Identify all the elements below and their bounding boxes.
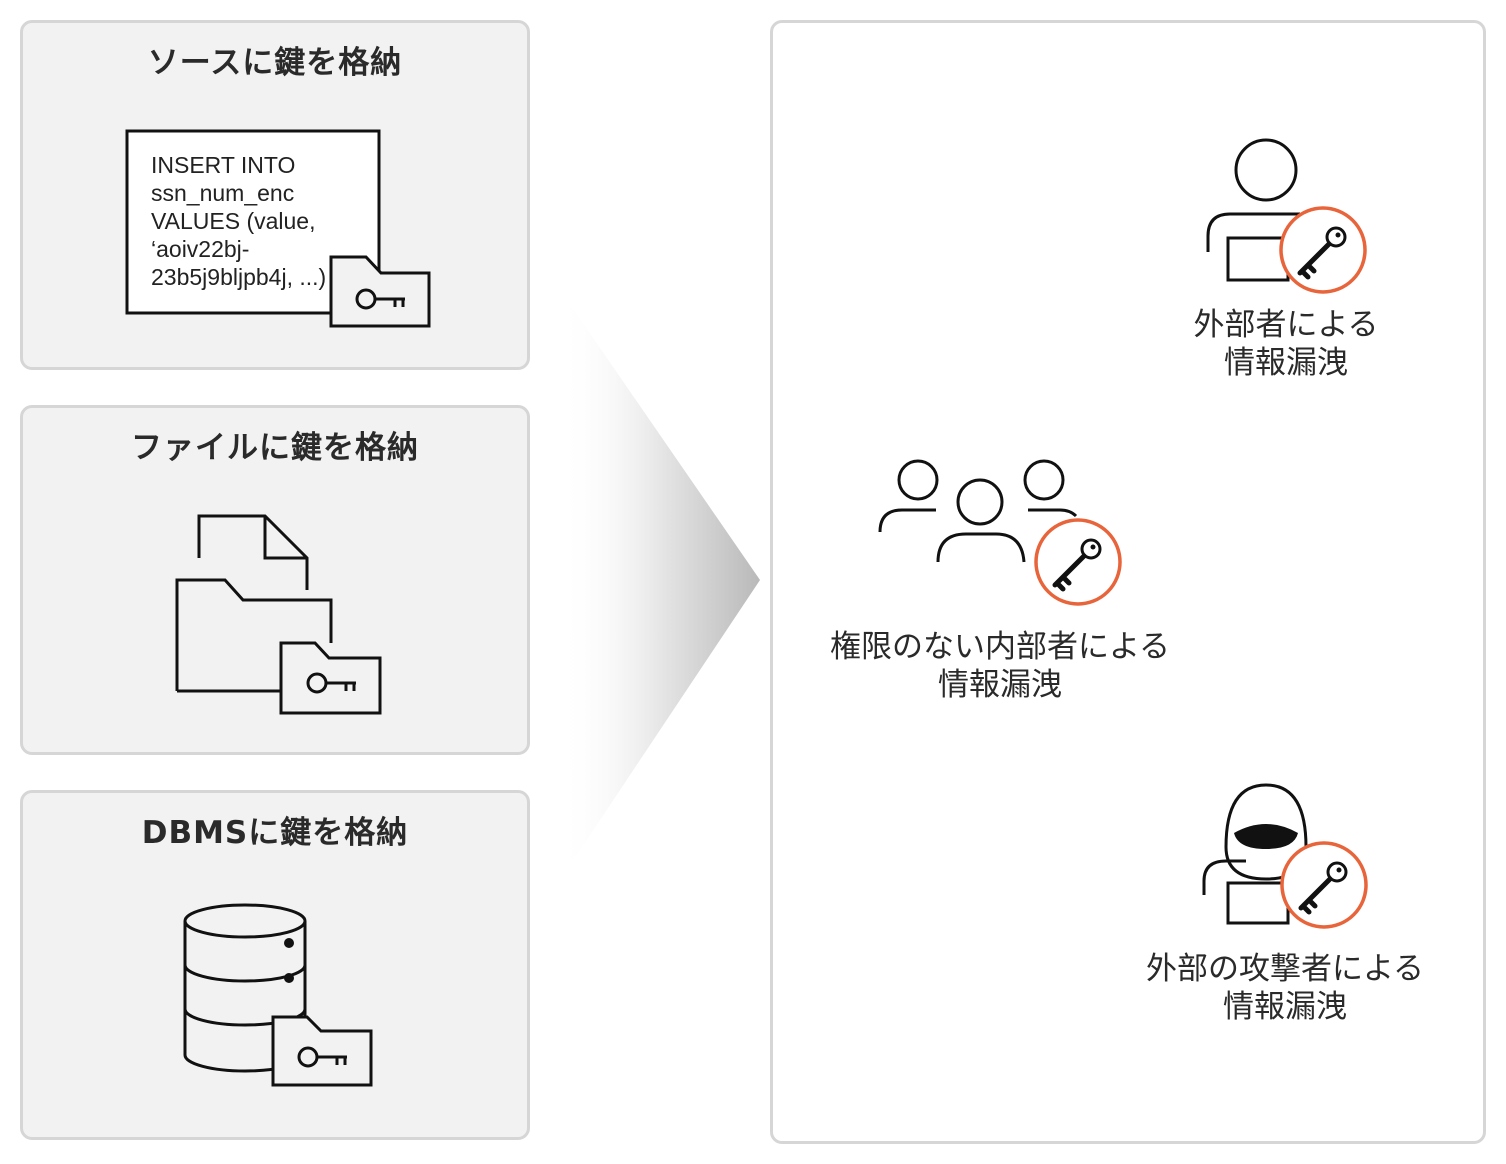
group-icon <box>878 459 1122 606</box>
threat-outsider-caption: 外部者による 情報漏洩 <box>1136 306 1436 382</box>
panel-source: ソースに鍵を格納 INSERT INTO ssn_num_enc VALUES … <box>20 20 530 370</box>
code-line: 23b5j9bljpb4j, ...) <box>151 264 326 290</box>
threat-attacker-caption: 外部の攻撃者による 情報漏洩 <box>1110 950 1460 1026</box>
source-code-icon: INSERT INTO ssn_num_enc VALUES (value, ‘… <box>125 129 431 328</box>
key-badge-icon <box>1034 518 1122 606</box>
caption-line: 外部の攻撃者による <box>1145 951 1425 987</box>
panel-dbms: DBMSに鍵を格納 <box>20 790 530 1140</box>
code-line: ‘aoiv22bj- <box>151 236 249 262</box>
key-badge-icon <box>1280 841 1368 929</box>
caption-line: 情報漏洩 <box>1224 345 1348 381</box>
hacker-icon <box>1202 783 1368 929</box>
panel-file: ファイルに鍵を格納 <box>20 405 530 755</box>
caption-line: 情報漏洩 <box>938 667 1062 703</box>
panel-file-title: ファイルに鍵を格納 <box>131 430 419 466</box>
files-folder-icon <box>175 514 382 715</box>
panel-source-title: ソースに鍵を格納 <box>147 45 403 81</box>
key-badge-icon <box>1279 206 1367 294</box>
person-icon <box>1206 138 1367 294</box>
caption-line: 情報漏洩 <box>1223 989 1347 1025</box>
caption-line: 権限のない内部者による <box>829 629 1171 665</box>
threats-panel <box>770 20 1486 1144</box>
panel-dbms-title: DBMSに鍵を格納 <box>141 815 409 851</box>
code-line: INSERT INTO <box>151 152 295 178</box>
database-icon <box>183 903 373 1087</box>
folder-key-icon <box>279 641 382 715</box>
threat-insider-caption: 権限のない内部者による 情報漏洩 <box>800 628 1200 704</box>
code-line: ssn_num_enc <box>151 180 294 206</box>
caption-line: 外部者による <box>1193 307 1379 343</box>
code-line: VALUES (value, <box>151 208 315 234</box>
folder-key-icon <box>271 1015 373 1087</box>
folder-key-icon <box>329 255 431 328</box>
